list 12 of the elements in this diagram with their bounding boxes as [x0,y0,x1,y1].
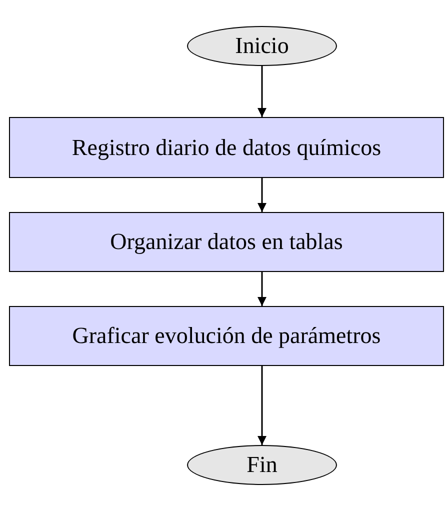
node-label: Inicio [235,33,289,59]
process-box [9,306,444,366]
node-label: Registro diario de datos químicos [72,134,382,160]
arrow [258,272,266,306]
arrow [258,178,266,212]
node-label: Organizar datos en tablas [110,229,343,255]
arrow [258,66,266,117]
node-label: Graficar evolución de parámetros [72,323,381,349]
process-box [9,212,444,272]
node-label: Fin [246,452,278,478]
process-box [9,117,444,178]
arrow [258,366,266,445]
